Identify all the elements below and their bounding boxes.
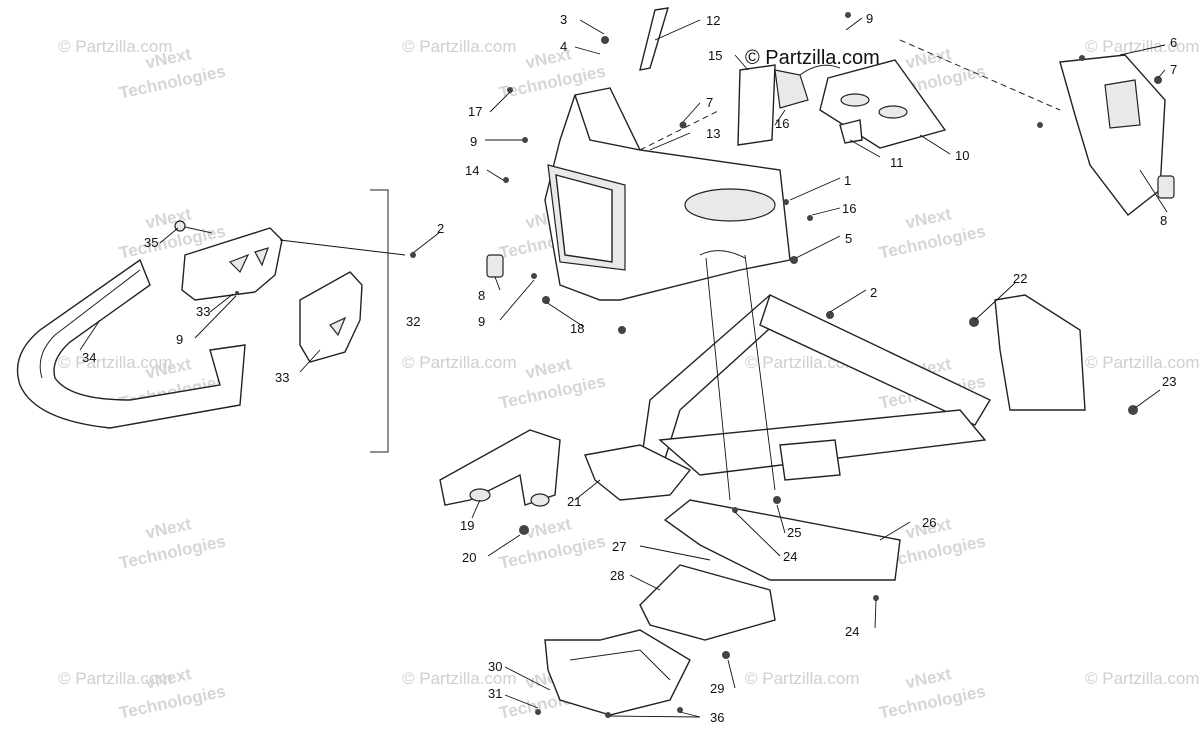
callout-label: 17 <box>468 104 482 119</box>
callout-label: 7 <box>1170 62 1177 77</box>
arm-21 <box>584 444 692 501</box>
arm-19 <box>439 429 561 507</box>
callout-label: 21 <box>567 494 581 509</box>
watermark-technologies: Technologies <box>117 532 227 573</box>
callout-label: 4 <box>560 39 567 54</box>
watermark-vnext: vNext <box>904 664 954 692</box>
callout-label: 24 <box>845 624 859 639</box>
callout-label: 22 <box>1013 271 1027 286</box>
callout-label: 16 <box>842 201 856 216</box>
callout-label: 8 <box>1160 213 1167 228</box>
callout-label: 6 <box>1170 35 1177 50</box>
callout-label: 5 <box>845 231 852 246</box>
watermark-technologies: Technologies <box>877 222 987 263</box>
watermark-vnext: vNext <box>144 514 194 542</box>
watermark-partzilla: © Partzilla.com <box>1085 353 1200 372</box>
watermark-technologies: Technologies <box>497 372 607 413</box>
watermark-technologies: Technologies <box>877 682 987 723</box>
callout-label: 18 <box>570 321 584 336</box>
module-15 <box>737 64 841 146</box>
callout-label: 16 <box>775 116 789 131</box>
callout-label: 14 <box>465 163 479 178</box>
watermark-partzilla: © Partzilla.com <box>1085 669 1200 688</box>
main-lower-frame <box>639 294 991 481</box>
callout-label: 12 <box>706 13 720 28</box>
front-frame-upper <box>544 87 791 301</box>
watermark-partzilla: © Partzilla.com <box>58 37 173 56</box>
watermark-technologies: Technologies <box>497 532 607 573</box>
watermark-partzilla: © Partzilla.com <box>58 353 173 372</box>
front-bumper <box>16 258 246 429</box>
plate-28 <box>639 564 776 641</box>
callout-label: 27 <box>612 539 626 554</box>
callout-label: 13 <box>706 126 720 141</box>
callout-label: 2 <box>870 285 877 300</box>
watermark-vnext: vNext <box>904 44 954 72</box>
group-bracket-32 <box>370 189 389 453</box>
callout-label: 28 <box>610 568 624 583</box>
callout-label: 10 <box>955 148 969 163</box>
watermark-partzilla: © Partzilla.com <box>745 669 860 688</box>
callout-label: 8 <box>478 288 485 303</box>
callout-label: 33 <box>196 304 210 319</box>
callout-label: 24 <box>783 549 797 564</box>
callout-label: 32 <box>406 314 420 329</box>
callout-label: 2 <box>437 221 444 236</box>
copyright-text: © Partzilla.com <box>745 47 880 69</box>
callout-label: 34 <box>82 350 96 365</box>
callout-label: 26 <box>922 515 936 530</box>
callout-labels: 1 2 2 3 4 5 6 7 7 8 8 9 9 9 9 10 11 12 1… <box>82 11 1177 725</box>
plate-12 <box>639 7 669 71</box>
callout-label: 7 <box>706 95 713 110</box>
guard-36 <box>544 629 691 716</box>
side-plate-22 <box>994 294 1086 411</box>
callout-label: 30 <box>488 659 502 674</box>
watermark-technologies: Technologies <box>117 62 227 103</box>
watermark-partzilla: © Partzilla.com <box>402 669 517 688</box>
bumper-bracket-lower <box>299 271 363 363</box>
watermark-partzilla: © Partzilla.com <box>402 37 517 56</box>
watermark-vnext: vNext <box>524 354 574 382</box>
skid-plate-26 <box>663 499 901 581</box>
callout-label: 9 <box>866 11 873 26</box>
watermark-partzilla: © Partzilla.com <box>58 669 173 688</box>
callout-label: 35 <box>144 235 158 250</box>
callout-label: 11 <box>890 155 904 170</box>
callout-label: 3 <box>560 12 567 27</box>
callout-label: 1 <box>844 173 851 188</box>
bumper-bracket-upper <box>181 227 283 301</box>
callout-label: 9 <box>478 314 485 329</box>
callout-label: 9 <box>470 134 477 149</box>
watermark-partzilla: © Partzilla.com <box>402 353 517 372</box>
watermark-vnext: vNext <box>524 514 574 542</box>
callout-label: 31 <box>488 686 502 701</box>
callout-label: 19 <box>460 518 474 533</box>
callout-label: 36 <box>710 710 724 725</box>
bracket-11 <box>839 119 863 144</box>
watermark-partzilla: © Partzilla.com <box>1085 37 1200 56</box>
callout-label: 23 <box>1162 374 1176 389</box>
callout-label: 15 <box>708 48 722 63</box>
callout-label: 9 <box>176 332 183 347</box>
leader-lines <box>79 17 1168 718</box>
watermark-vnext: vNext <box>904 204 954 232</box>
side-bracket-6 <box>899 39 1166 216</box>
watermark-vnext: vNext <box>144 204 194 232</box>
callout-label: 20 <box>462 550 476 565</box>
callout-label: 33 <box>275 370 289 385</box>
callout-label: 25 <box>787 525 801 540</box>
callout-label: 29 <box>710 681 724 696</box>
